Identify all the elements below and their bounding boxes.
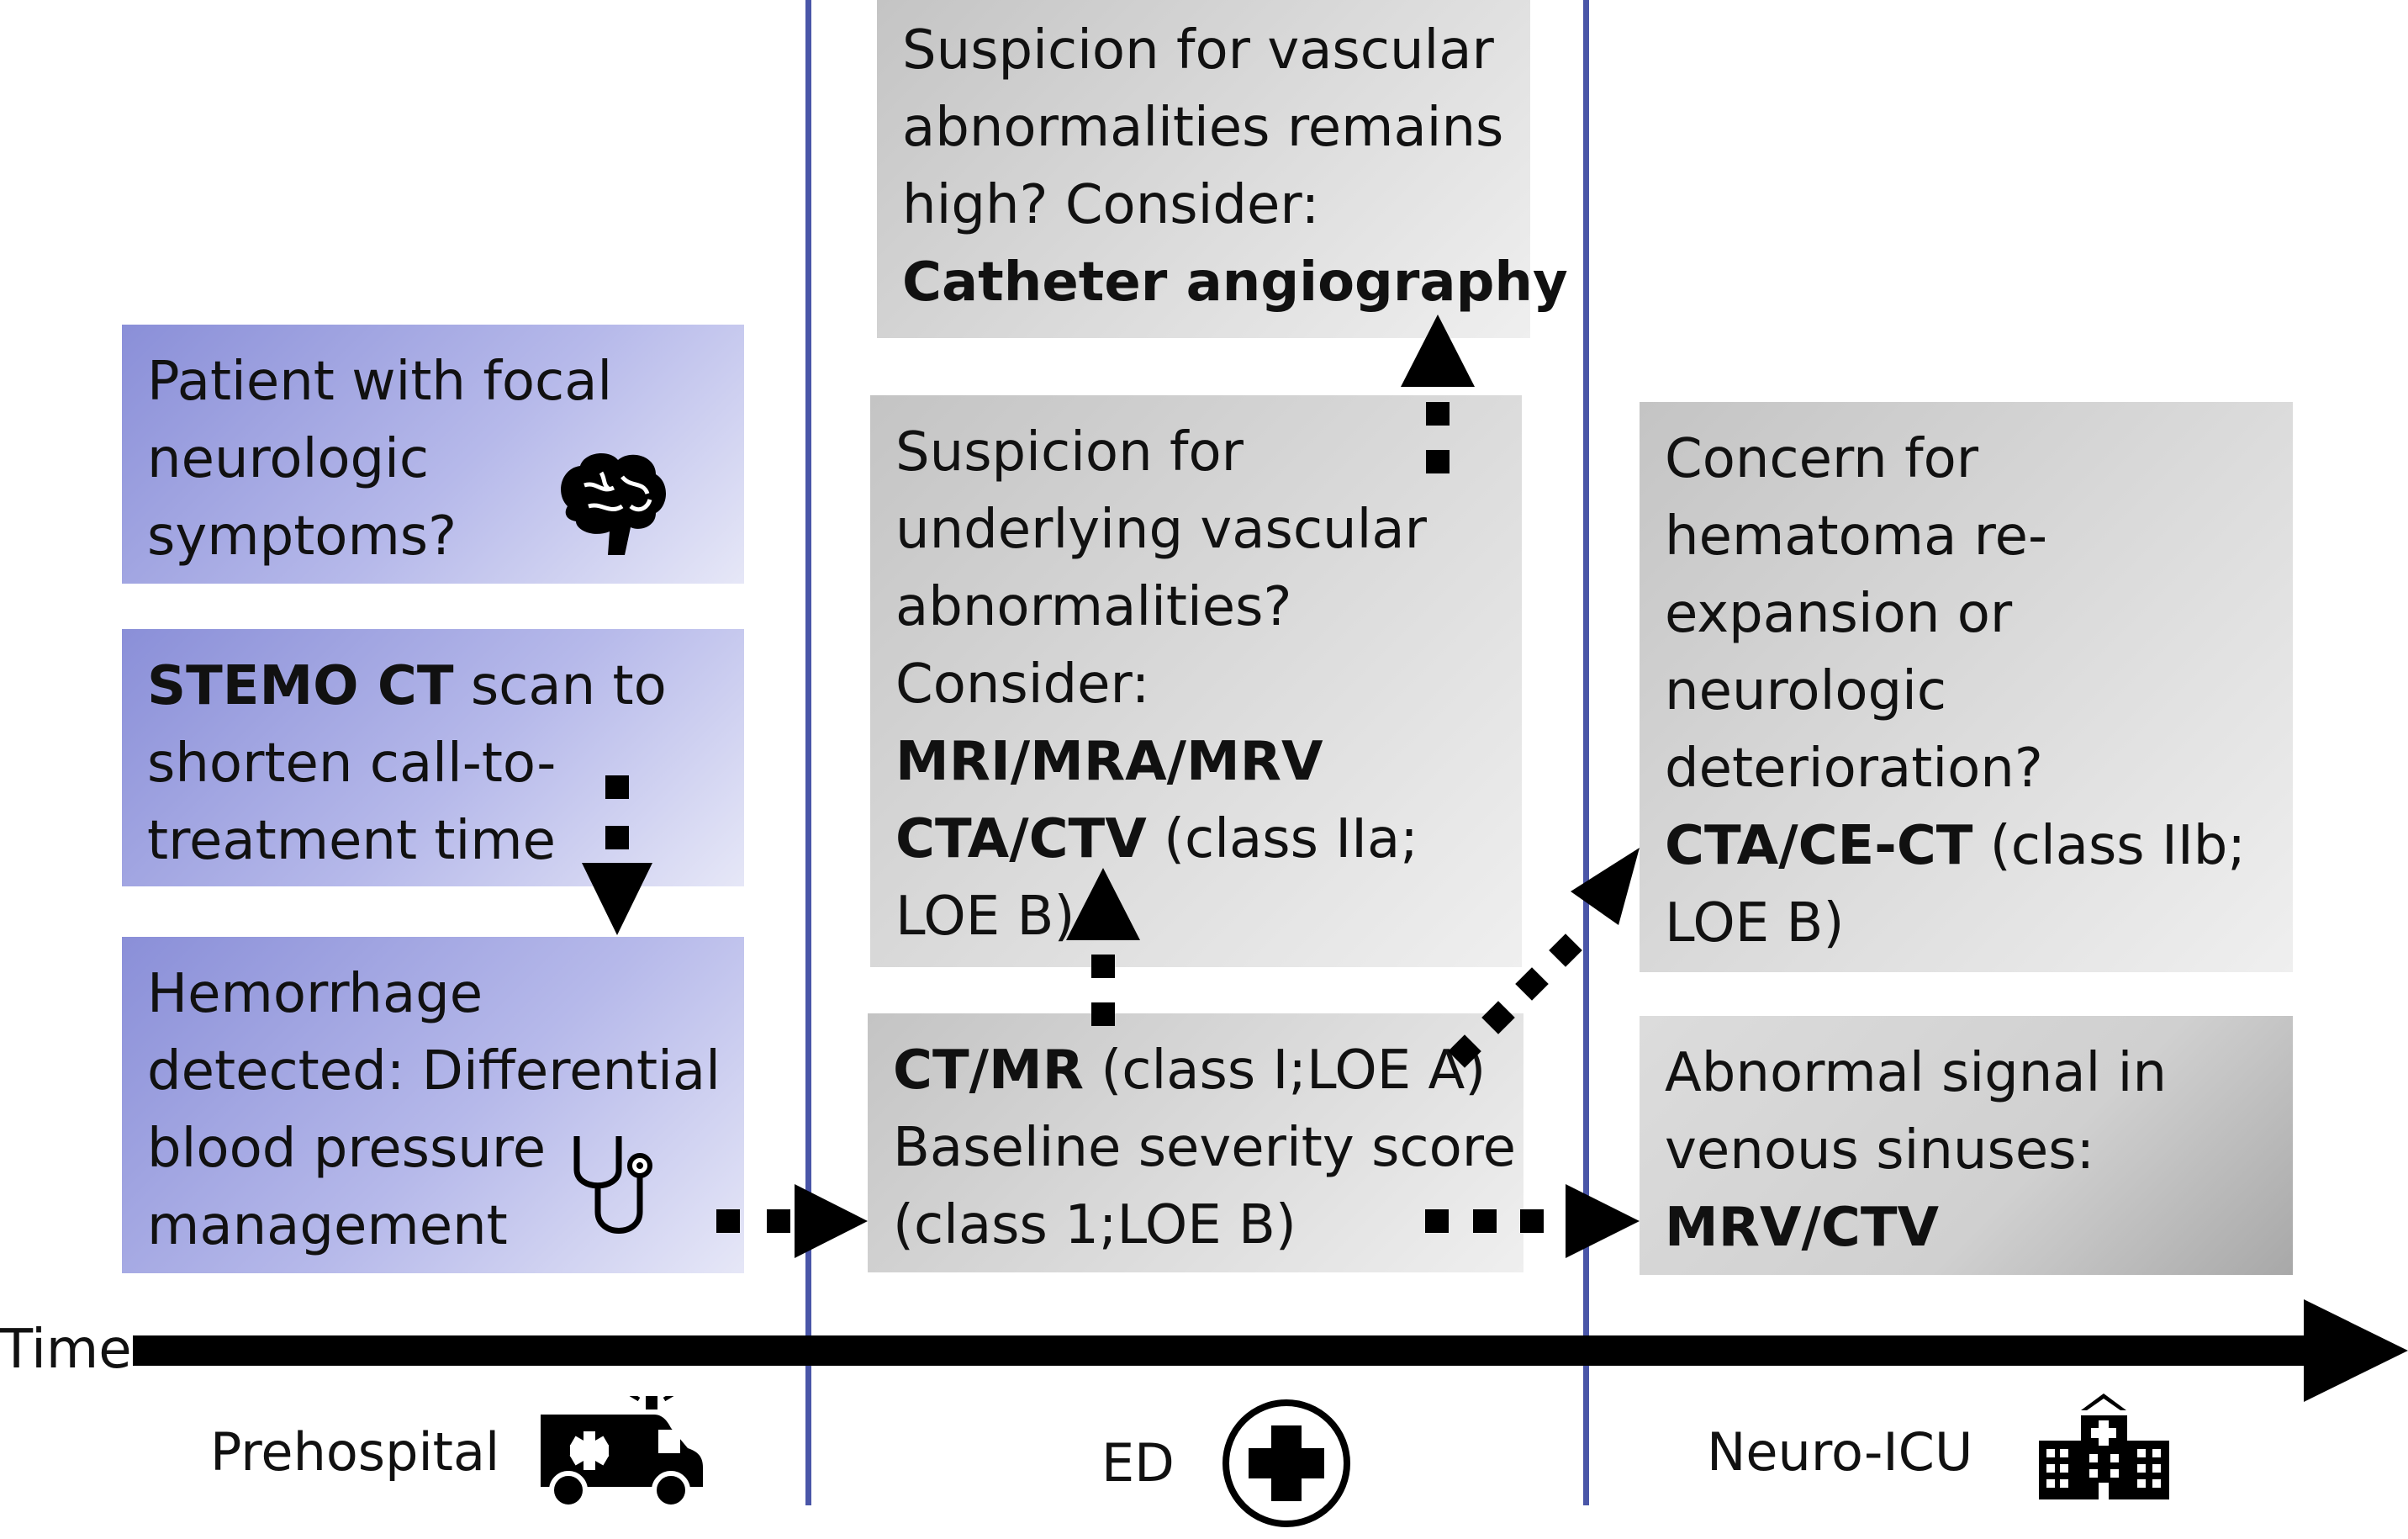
arrow-hemorrhage-to-ctmr (716, 1184, 868, 1258)
box-line: Abnormal signal in (1665, 1042, 2167, 1104)
box-line: Patient with focal (147, 351, 613, 413)
box-bold-text: CTA/CTV (895, 808, 1147, 870)
box-stemo-ct: STEMO CT scan to shorten call-to- treatm… (122, 629, 744, 886)
box-bold-text: Catheter angiography (902, 251, 1568, 314)
box-catheter-angiography: Suspicion for vascular abnormalities rem… (877, 0, 1568, 338)
box-line: (class I;LOE A) (1083, 1039, 1487, 1102)
box-bold-text: CT/MR (893, 1039, 1084, 1102)
box-line: neurologic (147, 428, 430, 490)
box-line: deterioration? (1665, 738, 2043, 800)
box-line: (class IIa; (1146, 808, 1418, 870)
phase-divider-ed-icu (1583, 0, 1589, 1505)
box-line: LOE B) (1665, 892, 1845, 955)
arrow-vascular-to-catheter (1401, 315, 1475, 473)
box-ct-mr: CT/MR (class I;LOE A) Baseline severity … (868, 1013, 1523, 1272)
medical-cross-icon (1222, 1399, 1350, 1527)
box-line: (class 1;LOE B) (893, 1194, 1296, 1256)
hospital-icon (2039, 1394, 2169, 1499)
box-bold-text: MRV/CTV (1665, 1197, 1940, 1259)
box-venous-sinuses: Abnormal signal in venous sinuses: MRV/C… (1640, 1016, 2293, 1275)
phase-label-ed: ED (1101, 1432, 1175, 1494)
box-focal-symptoms: Patient with focal neurologic symptoms? (122, 325, 744, 584)
box-line: LOE B) (895, 886, 1075, 948)
box-bold-text: MRI/MRA/MRV (895, 731, 1323, 793)
box-line: abnormalities remains (902, 97, 1504, 159)
box-line: Suspicion for vascular (902, 19, 1494, 82)
arrow-ctmr-to-hematoma (1448, 848, 1640, 1068)
box-line: (class IIb; (1972, 815, 2246, 877)
phase-label-neuro-icu: Neuro-ICU (1707, 1421, 1973, 1483)
box-line: expansion or (1665, 583, 2013, 645)
box-vascular-abnormalities: Suspicion for underlying vascular abnorm… (870, 395, 1522, 967)
box-line: abnormalities? (895, 576, 1292, 638)
box-line: Baseline severity score (893, 1117, 1517, 1179)
box-line: blood pressure (147, 1118, 547, 1180)
box-bold-text: CTA/CE-CT (1665, 815, 1973, 877)
brain-icon (561, 452, 667, 555)
box-line: detected: Differential (147, 1040, 721, 1103)
time-axis-label: Time (0, 1319, 132, 1381)
box-line: Suspicion for (895, 421, 1244, 484)
arrow-stemo-to-hemorrhage (582, 775, 652, 935)
box-line: high? Consider: (902, 174, 1320, 236)
box-line: symptoms? (147, 505, 457, 568)
stethoscope-icon (573, 1136, 652, 1234)
box-bold-text: STEMO CT (147, 655, 454, 717)
box-line: treatment time (147, 810, 556, 872)
time-axis-arrow (133, 1299, 2408, 1402)
box-line: Concern for (1665, 428, 1979, 490)
box-line: neurologic (1665, 660, 1947, 722)
box-line: Consider: (895, 653, 1150, 716)
box-line: venous sinuses: (1665, 1119, 2095, 1182)
ambulance-icon (541, 1396, 703, 1510)
arrow-ctmr-to-vascular (1066, 868, 1140, 1026)
box-line: hematoma re- (1665, 505, 2048, 568)
box-line: underlying vascular (895, 499, 1427, 561)
box-line: scan to (453, 655, 667, 717)
box-line: shorten call-to- (147, 732, 557, 795)
phase-divider-prehospital-ed (805, 0, 811, 1505)
box-hematoma-reexpansion: Concern for hematoma re- expansion or ne… (1640, 402, 2293, 972)
box-line: Hemorrhage (147, 963, 483, 1025)
arrow-ctmr-to-venous (1425, 1184, 1640, 1258)
box-line: management (147, 1195, 508, 1257)
phase-label-prehospital: Prehospital (210, 1421, 500, 1483)
